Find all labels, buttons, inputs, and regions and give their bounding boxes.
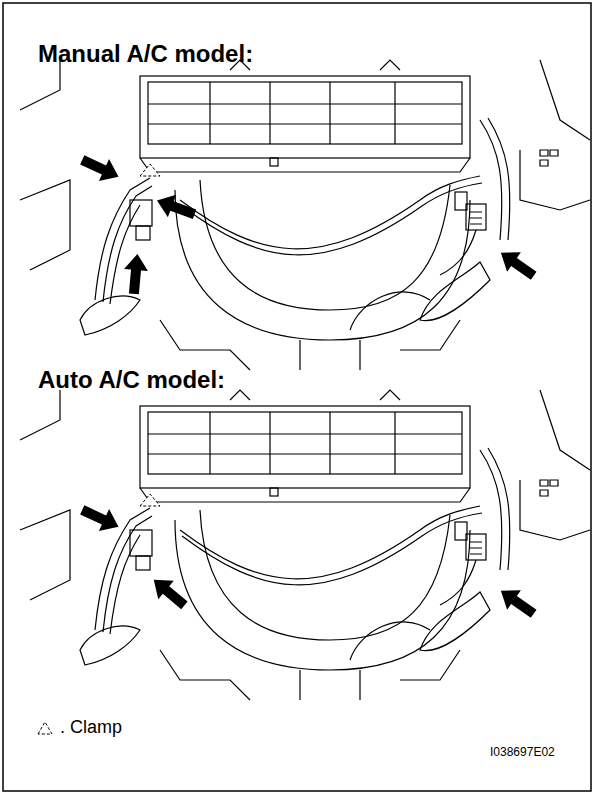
manual-ac-illustration (20, 60, 590, 370)
legend-text: . Clamp (60, 717, 122, 738)
frame (3, 3, 591, 791)
clamp-symbol (38, 722, 52, 734)
model-heading: Manual A/C model: (38, 40, 253, 68)
figure-code: I038697E02 (490, 745, 555, 759)
auto-ac-illustration (20, 390, 590, 700)
model-heading: Auto A/C model: (38, 366, 225, 394)
